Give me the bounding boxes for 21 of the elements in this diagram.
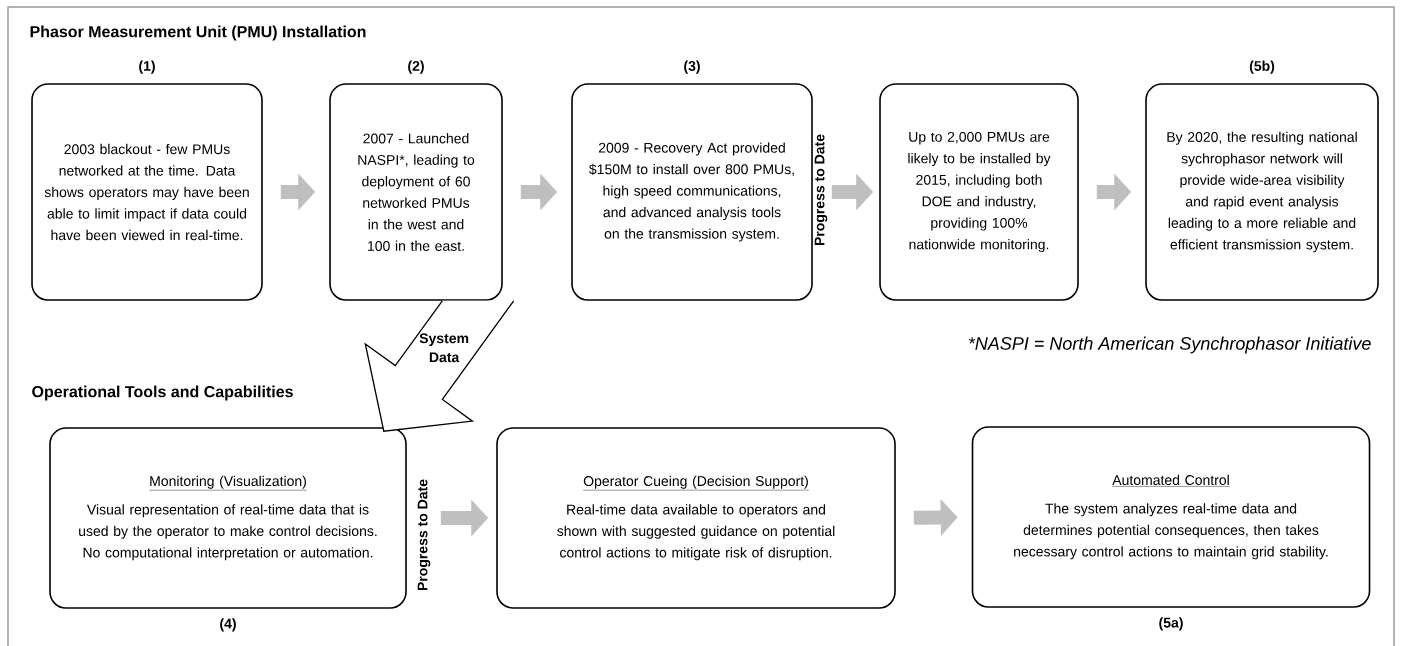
block-arrow xyxy=(364,300,515,432)
text-box: 2009 - Recovery Act provided $150M to install over 800 PMUs, high speed communications, and advanced analysis tools on the transmission system. xyxy=(571,83,813,301)
step-number: (4) xyxy=(220,618,236,632)
step-number: (5b) xyxy=(1249,60,1275,74)
step-number: (5a) xyxy=(1159,617,1183,631)
text-box: 2003 blackout - few PMUs networked at the time. Data shows operators may have been able to limit impact if data could have been viewed in real-time. xyxy=(31,83,263,301)
text-box: Up to 2,000 PMUs are likely to be installed by 2015, including both DOE and industry, providing 100% nationwide monitoring. xyxy=(879,83,1079,301)
section-heading: Phasor Measurement Unit (PMU) Installation xyxy=(30,25,366,41)
step-number: (1) xyxy=(139,60,155,74)
footnote: *NASPI = North American Synchrophasor Initiative xyxy=(968,336,1371,354)
vertical-label: Progress to Date xyxy=(417,479,431,591)
text-box: 2007 - Launched NASPI*, leading to deployment of 60 networked PMUs in the west and 100 in the east. xyxy=(329,83,503,301)
text-box: By 2020, the resulting national sychrophasor network will provide wide-area visibility and rapid event analysis leading to a more reliable and efficient transmission system. xyxy=(1145,83,1379,301)
text-box: Monitoring (Visualization) Visual representation of real-time data that is used by the operator to make control decisions. No computational interpretation or automation. xyxy=(49,427,407,609)
vertical-label: Progress to Date xyxy=(814,134,828,246)
text-box: Operator Cueing (Decision Support) Real-time data available to operators and shown with suggested guidance on potential control actions to mitigate risk of disruption. xyxy=(496,427,896,609)
text-box: Automated Control The system analyzes real-time data and determines potential consequences, then takes necessary control actions to maintain grid stability. xyxy=(971,426,1371,608)
step-number: (2) xyxy=(408,60,424,74)
section-heading: Operational Tools and Capabilities xyxy=(32,385,293,401)
step-number: (3) xyxy=(684,60,700,74)
edge-label: System Data xyxy=(419,333,469,363)
